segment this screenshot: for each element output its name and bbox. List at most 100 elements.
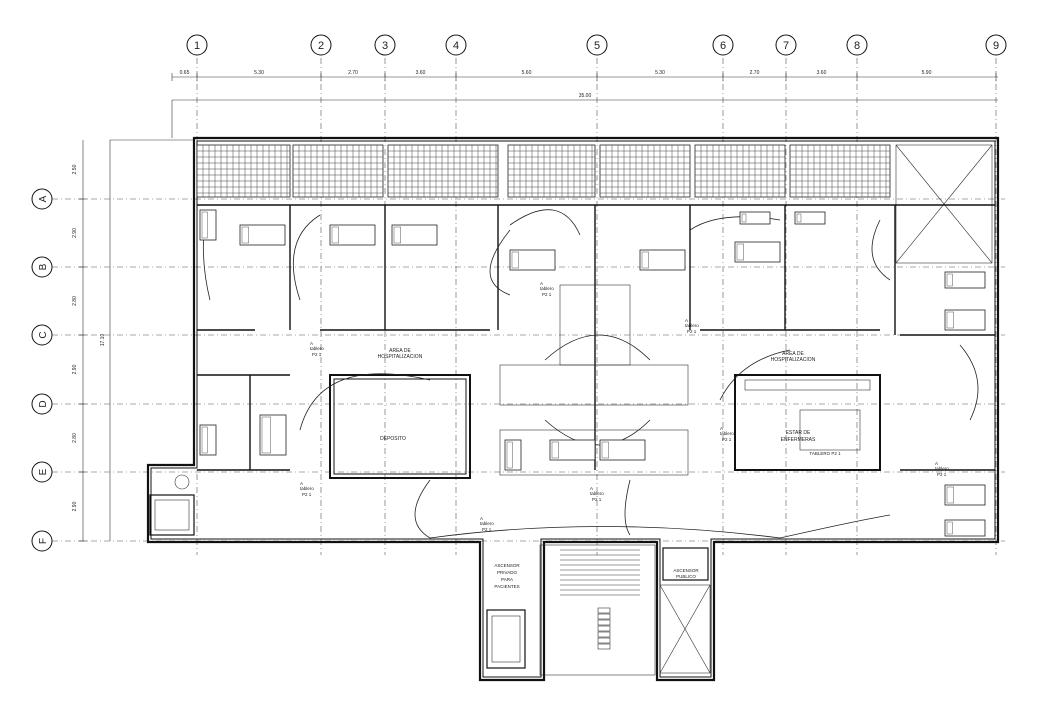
ascensor-publico-1: ASCENSOR — [673, 568, 699, 573]
balcony-grille — [387, 144, 499, 198]
row-dimension: 2.90 — [72, 501, 78, 511]
row-dimension: 2.80 — [72, 433, 78, 443]
area-labels: AREA DE HOSPITALIZACION AREA DE HOSPITAL… — [378, 348, 816, 363]
balcony-grille — [196, 144, 291, 198]
column-bubble-3: 3 — [374, 34, 396, 56]
bed — [199, 209, 217, 241]
column-bubble-8: 8 — [846, 34, 868, 56]
row-dimension: 2.80 — [72, 296, 78, 306]
panel-a-label: A — [310, 341, 313, 346]
column-label: 3 — [382, 40, 388, 52]
panel-a-label: A — [480, 516, 483, 521]
estar-label-2: ENFERMERAS — [781, 437, 816, 443]
panel-a-label: A — [590, 486, 593, 491]
bed — [549, 439, 596, 461]
bed — [259, 414, 287, 456]
interior-partitions — [197, 204, 995, 471]
column-label: 7 — [783, 40, 789, 52]
column-bubble-1: 1 — [186, 34, 208, 56]
ascensor-pacientes-1: ASCENSOR — [494, 563, 520, 568]
estar-label-1: ESTAR DE — [786, 430, 811, 436]
panel-p2-label: P2 1 — [302, 492, 312, 497]
panel-p2-label: P2 1 — [722, 437, 732, 442]
column-bubble-4: 4 — [445, 34, 467, 56]
column-dimension: 5.30 — [655, 70, 665, 76]
row-bubble-C: C — [31, 324, 53, 346]
row-dimension: 2.90 — [72, 228, 78, 238]
column-dimension: 0.65 — [180, 70, 190, 76]
bed — [391, 224, 438, 246]
row-label: E — [38, 468, 49, 475]
balcony-grille — [599, 144, 691, 198]
bed — [239, 224, 286, 246]
bed — [599, 439, 646, 461]
column-bubble-5: 5 — [586, 34, 608, 56]
panel-a-label: A — [720, 426, 723, 431]
column-label: 9 — [993, 40, 999, 52]
column-dimension: 5.30 — [254, 70, 264, 76]
column-label: 5 — [594, 40, 600, 52]
column-dimension: 2.70 — [348, 70, 358, 76]
panel-tablero-label: tablero — [300, 486, 314, 491]
panel-a-label: A — [685, 318, 688, 323]
bed — [199, 424, 217, 456]
total-width-dimension: 35.00 — [579, 93, 592, 99]
area-hosp-2-line2: HOSPITALIZACION — [771, 357, 816, 363]
row-bubble-B: B — [31, 256, 53, 278]
panel-tablero-label: tablero — [540, 286, 554, 291]
panel-a-label: A — [300, 481, 303, 486]
panel-p2-label: P2 1 — [592, 497, 602, 502]
panel-tablero-label: tablero — [480, 521, 494, 526]
bed — [944, 484, 986, 506]
balcony-grille — [789, 144, 891, 198]
bed — [329, 224, 376, 246]
deposito-label: DEPOSITO — [380, 436, 406, 442]
service-elevator — [149, 474, 195, 536]
bed — [739, 211, 771, 225]
ascensor-pacientes-4: PACIENTES — [494, 584, 519, 589]
row-bubble-F: F — [31, 530, 53, 552]
panel-tablero-label: tablero — [310, 346, 324, 351]
row-label: D — [38, 400, 49, 407]
bed — [944, 309, 986, 331]
patient-elevator: ASCENSOR PRIVADO PARA PACIENTES — [486, 563, 526, 669]
column-dimension: 2.70 — [750, 70, 760, 76]
ascensor-publico-2: PUBLICO — [676, 574, 696, 579]
row-bubble-A: A — [31, 188, 53, 210]
ascensor-pacientes-3: PARA — [501, 577, 513, 582]
bed — [944, 519, 986, 537]
row-axis-bubbles: A B C D E F — [31, 188, 53, 552]
electrical-circuits — [202, 209, 979, 539]
column-dimension: 5.60 — [522, 70, 532, 76]
column-label: 2 — [318, 40, 324, 52]
staircase — [539, 544, 656, 676]
column-label: 8 — [854, 40, 860, 52]
bed — [794, 211, 826, 225]
row-dimension: 2.90 — [72, 364, 78, 374]
row-label: C — [38, 331, 49, 338]
panel-tablero-label: tablero — [590, 491, 604, 496]
bed — [504, 439, 522, 471]
column-label: 6 — [720, 40, 726, 52]
total-height-dimension: 17.10 — [100, 334, 106, 347]
bed — [944, 271, 986, 289]
column-bubble-7: 7 — [775, 34, 797, 56]
panel-tablero-label: tablero — [935, 466, 949, 471]
balcony-grille — [694, 144, 786, 198]
balcony-grilles — [196, 144, 891, 198]
column-axis-bubbles: 1 2 3 4 5 6 7 8 9 — [186, 34, 1007, 56]
area-hosp-2-line1: AREA DE — [782, 351, 804, 357]
column-dimension: 3.60 — [416, 70, 426, 76]
panel-p2-label: P2 1 — [542, 292, 552, 297]
tablero-p21-label: TABLERO P2 1 — [809, 451, 841, 456]
bed — [734, 241, 781, 263]
nurses-station: ESTAR DE ENFERMERAS TABLERO P2 1 — [734, 374, 881, 471]
column-dimension: 5.90 — [922, 70, 932, 76]
panel-tablero-label: tablero — [720, 431, 734, 436]
